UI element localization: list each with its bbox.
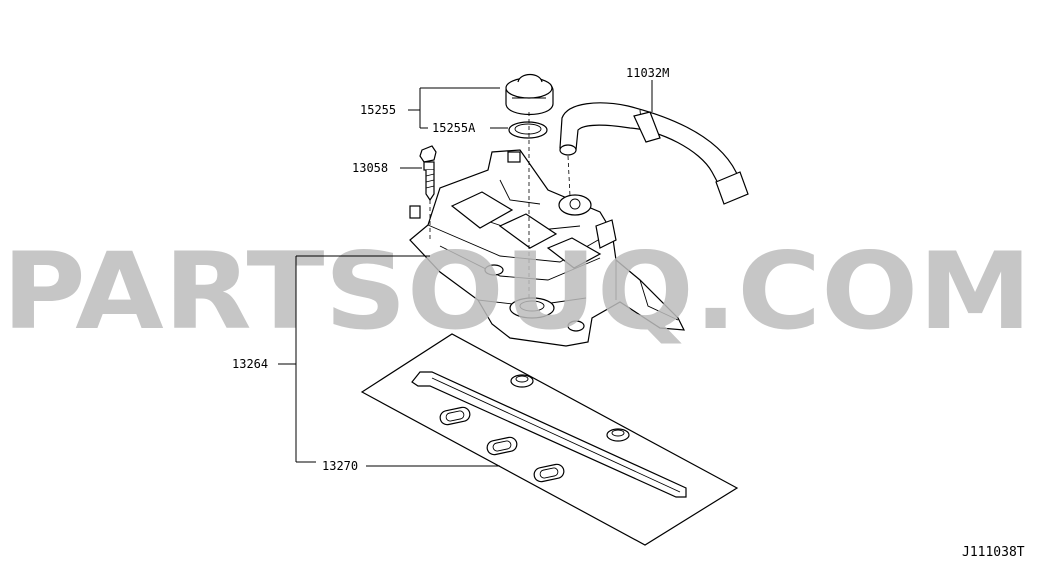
rocker-cover (409, 149, 686, 347)
bolt (419, 145, 437, 202)
oval-seal (439, 406, 471, 426)
ring-seal (606, 428, 630, 442)
oval-seal (486, 436, 518, 456)
label-13264: 13264 (232, 357, 268, 371)
oil-filler-cap (505, 73, 554, 115)
oval-seal (533, 463, 565, 483)
alignment-lines (429, 112, 571, 300)
label-13270: 13270 (322, 459, 358, 473)
ring-seal (510, 374, 534, 388)
cap-gasket (508, 121, 548, 139)
label-13058: 13058 (352, 161, 388, 175)
gasket-sheet (360, 333, 739, 546)
label-11032M: 11032M (626, 66, 669, 80)
pcv-hose (559, 102, 749, 205)
label-15255: 15255 (360, 103, 396, 117)
reference-code: J111038T (962, 545, 1025, 560)
label-15255A: 15255A (432, 121, 476, 135)
watermark: PARTSOUQ.COM (2, 230, 1032, 353)
callout-lines (278, 80, 653, 467)
